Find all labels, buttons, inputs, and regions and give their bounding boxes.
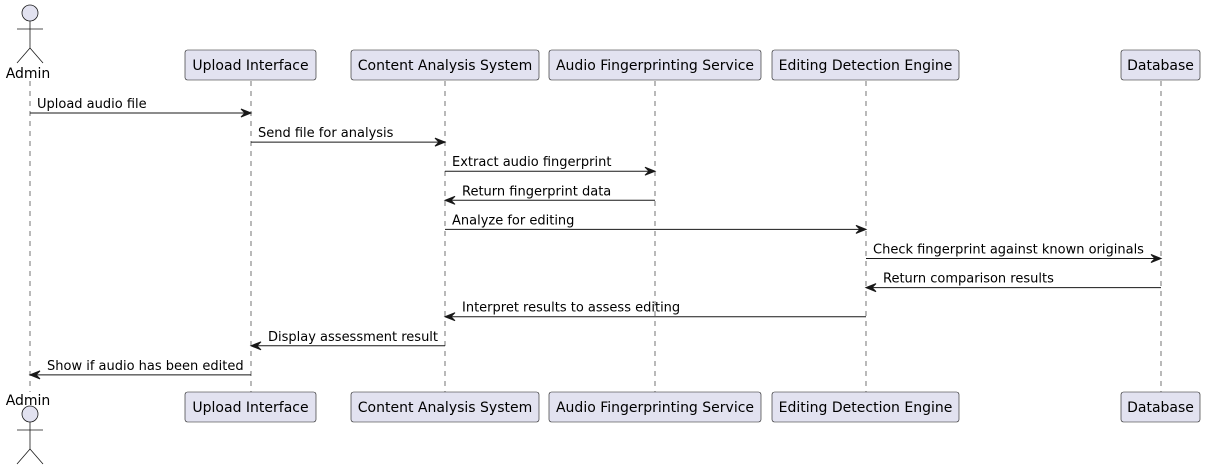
participant-box-top-afs: Audio Fingerprinting Service — [548, 49, 762, 81]
participant-rect — [1120, 391, 1201, 423]
message-6: Check fingerprint against known original… — [866, 243, 1163, 263]
participant-rect — [184, 49, 317, 81]
message-label: Return comparison results — [883, 272, 1054, 287]
participant-box-top-ede: Editing Detection Engine — [771, 49, 960, 81]
message-8: Interpret results to assess editing — [443, 301, 866, 322]
participant-box-top-cas: Content Analysis System — [350, 49, 540, 81]
actor-leg-right — [29, 448, 44, 465]
arrowhead — [855, 224, 868, 234]
message-label: Check fingerprint against known original… — [873, 243, 1144, 258]
participant-label: Database — [1127, 400, 1194, 416]
participant-box-bottom-ede: Editing Detection Engine — [771, 391, 960, 423]
participant-rect — [184, 391, 317, 423]
arrowhead — [443, 312, 456, 322]
arrowhead — [240, 108, 253, 118]
message-7: Return comparison results — [864, 272, 1161, 293]
actor-leg-left — [16, 47, 31, 64]
message-label: Extract audio fingerprint — [452, 155, 611, 170]
arrowhead — [434, 137, 447, 147]
lifelines — [29, 81, 1162, 392]
participant-box-top-upload: Upload Interface — [184, 49, 317, 81]
participant-label: Upload Interface — [192, 400, 308, 416]
actor-head — [21, 4, 39, 22]
message-label: Show if audio has been edited — [47, 359, 244, 374]
participant-rect — [771, 391, 960, 423]
message-label: Return fingerprint data — [462, 184, 611, 199]
participants-bottom: Admin Upload Interface Content Analysis Sy… — [6, 391, 1201, 465]
arrowhead — [644, 166, 657, 176]
actor-label: Admin — [6, 66, 51, 82]
participant-rect — [548, 49, 762, 81]
message-label: Interpret results to assess editing — [462, 301, 680, 316]
arrowhead — [864, 283, 877, 293]
message-label: Analyze for editing — [452, 213, 574, 228]
participant-rect — [350, 391, 540, 423]
message-label: Send file for analysis — [258, 126, 394, 141]
message-4: Return fingerprint data — [443, 184, 655, 205]
message-5: Analyze for editing — [445, 213, 868, 234]
participant-box-bottom-cas: Content Analysis System — [350, 391, 540, 423]
message-10: Show if audio has been edited — [28, 359, 251, 380]
participant-rect — [548, 391, 762, 423]
participant-rect — [771, 49, 960, 81]
participant-label: Content Analysis System — [358, 400, 532, 416]
actor-top: Admin — [6, 4, 51, 82]
participant-box-bottom-upload: Upload Interface — [184, 391, 317, 423]
actor-leg-left — [16, 448, 31, 465]
message-2: Send file for analysis — [251, 126, 447, 147]
participant-box-top-db: Database — [1120, 49, 1201, 81]
arrowhead — [443, 195, 456, 205]
participant-label: Editing Detection Engine — [779, 400, 953, 416]
arrowhead — [1150, 254, 1163, 263]
arrowhead — [28, 370, 41, 380]
participant-label: Upload Interface — [192, 58, 308, 74]
message-label: Upload audio file — [37, 97, 147, 112]
message-label: Display assessment result — [268, 330, 438, 345]
message-3: Extract audio fingerprint — [445, 155, 657, 176]
message-1: Upload audio file — [30, 97, 253, 118]
participant-rect — [350, 49, 540, 81]
message-9: Display assessment result — [249, 330, 445, 351]
participant-box-bottom-afs: Audio Fingerprinting Service — [548, 391, 762, 423]
actor-leg-right — [29, 47, 44, 64]
participant-label: Editing Detection Engine — [779, 58, 953, 74]
participant-label: Audio Fingerprinting Service — [556, 58, 754, 74]
participants-top: Admin Upload Interface Content Analysis Sy… — [6, 4, 1201, 82]
actor-bottom: Admin — [6, 393, 51, 465]
participant-label: Database — [1127, 58, 1194, 74]
participant-rect — [1120, 49, 1201, 81]
actor-label: Admin — [6, 393, 51, 409]
participant-label: Audio Fingerprinting Service — [556, 400, 754, 416]
participant-label: Content Analysis System — [358, 58, 532, 74]
participant-box-bottom-db: Database — [1120, 391, 1201, 423]
arrowhead — [249, 341, 262, 351]
